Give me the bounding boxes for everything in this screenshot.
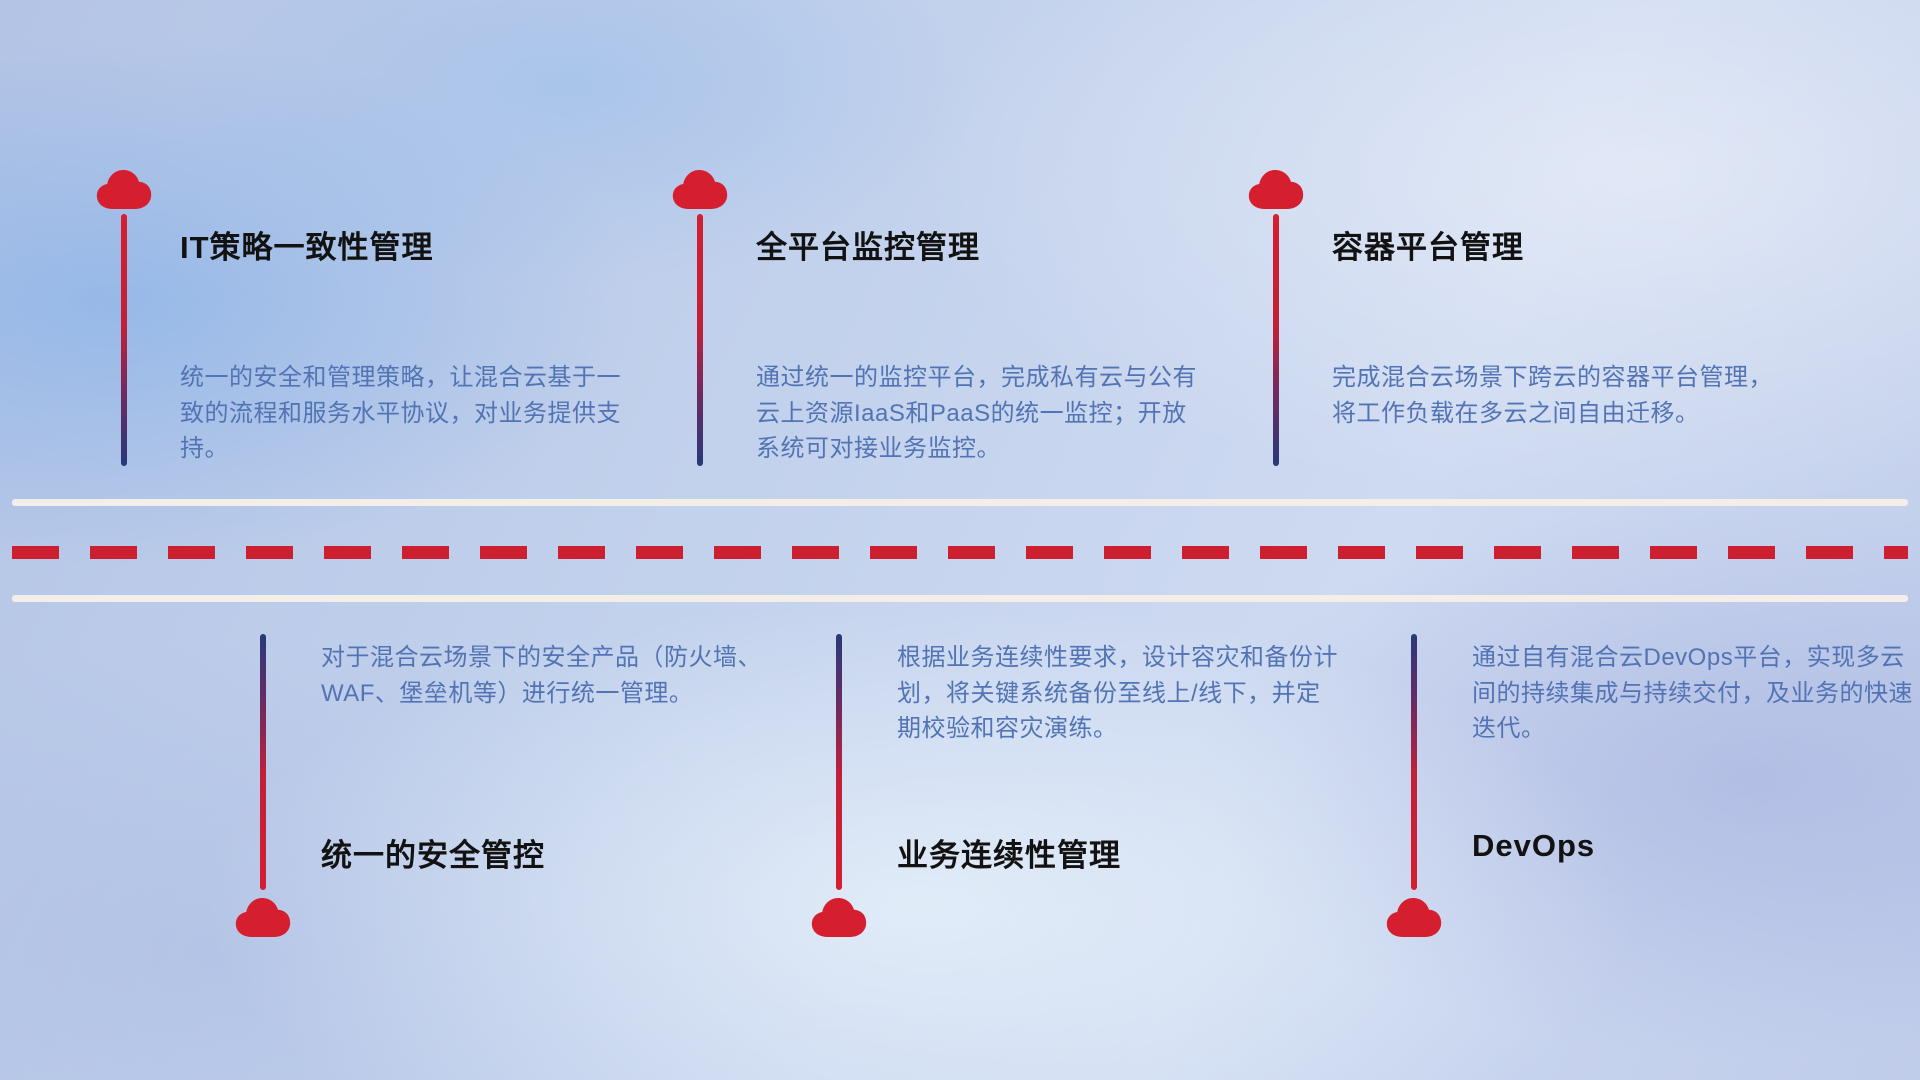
timeline-stem bbox=[697, 214, 703, 466]
cloud-icon bbox=[1385, 896, 1443, 938]
timeline-stem bbox=[260, 634, 266, 890]
cloud-icon bbox=[671, 168, 729, 210]
cloud-icon bbox=[1247, 168, 1305, 210]
item-description: 通过统一的监控平台，完成私有云与公有云上资源IaaS和PaaS的统一监控；开放系… bbox=[756, 364, 1197, 463]
item-title: 业务连续性管理 bbox=[897, 838, 1121, 873]
item-title: DevOps bbox=[1472, 828, 1596, 863]
timeline-stem bbox=[1411, 634, 1417, 890]
cloud-icon bbox=[810, 896, 868, 938]
timeline-stem bbox=[1273, 214, 1279, 466]
item-description: 对于混合云场景下的安全产品（防火墙、WAF、堡垒机等）进行统一管理。 bbox=[321, 644, 762, 707]
item-description: 根据业务连续性要求，设计容灾和备份计划，将关键系统备份至线上/线下，并定期校验和… bbox=[897, 644, 1338, 743]
item-title: IT策略一致性管理 bbox=[180, 230, 434, 265]
cloud-icon bbox=[234, 896, 292, 938]
item-description: 完成混合云场景下跨云的容器平台管理，将工作负载在多云之间自由迁移。 bbox=[1332, 364, 1773, 427]
road-upper-line bbox=[12, 499, 1908, 506]
item-title: 容器平台管理 bbox=[1332, 230, 1524, 265]
road-center-dashed-line bbox=[12, 546, 1908, 559]
timeline-stem bbox=[121, 214, 127, 466]
item-title: 全平台监控管理 bbox=[756, 230, 980, 265]
item-description: 统一的安全和管理策略，让混合云基于一致的流程和服务水平协议，对业务提供支持。 bbox=[180, 364, 621, 463]
cloud-icon bbox=[95, 168, 153, 210]
timeline-stem bbox=[836, 634, 842, 890]
road-lower-line bbox=[12, 595, 1908, 602]
item-title: 统一的安全管控 bbox=[321, 838, 545, 873]
item-description: 通过自有混合云DevOps平台，实现多云间的持续集成与持续交付，及业务的快速迭代… bbox=[1472, 644, 1913, 743]
